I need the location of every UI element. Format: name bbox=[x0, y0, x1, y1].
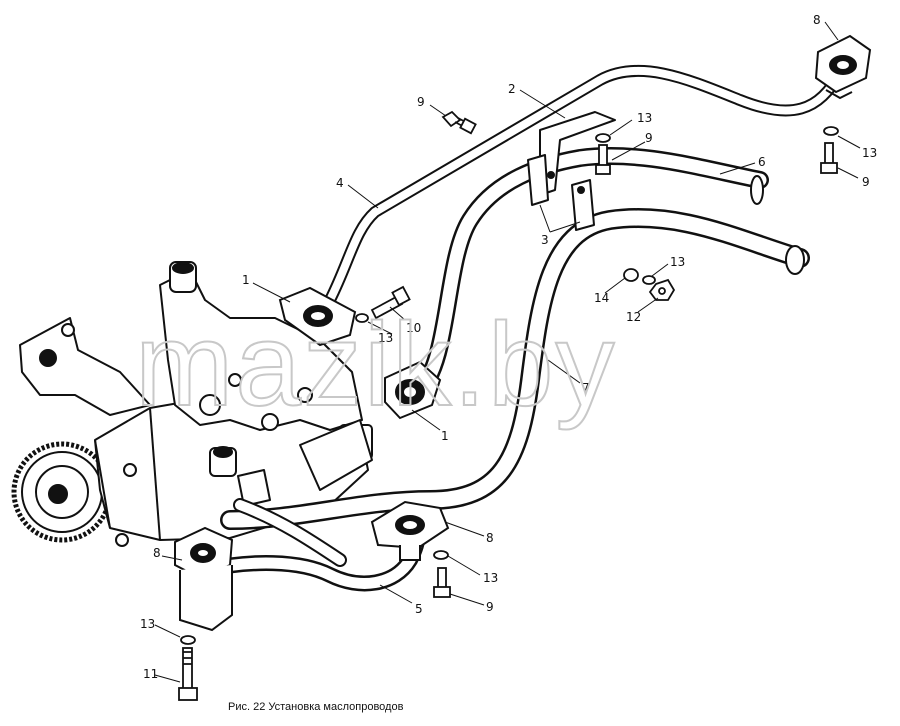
part-label-11: 11 bbox=[143, 667, 158, 681]
part-label-8-left: 8 bbox=[153, 546, 161, 560]
part-label-2: 2 bbox=[508, 82, 516, 96]
part-label-9-right: 9 bbox=[862, 175, 870, 189]
part-label-13-middle: 13 bbox=[637, 111, 652, 125]
part-label-8-middle: 8 bbox=[486, 531, 494, 545]
bolt-9-right bbox=[820, 142, 838, 174]
part-label-9-bottom: 9 bbox=[486, 600, 494, 614]
figure-caption: Рис. 22 Установка маслопроводов bbox=[228, 701, 404, 713]
flange-1-upper bbox=[278, 286, 357, 347]
bolt-9-top bbox=[441, 110, 477, 135]
flanges bbox=[174, 34, 872, 632]
oil-pump bbox=[11, 261, 373, 547]
part-label-3: 3 bbox=[541, 233, 549, 247]
part-label-1-upper: 1 bbox=[242, 273, 250, 287]
part-label-8-top: 8 bbox=[813, 13, 821, 27]
bolt-11 bbox=[178, 647, 198, 701]
watermark-text: mazik.by bbox=[135, 299, 617, 431]
part-label-5: 5 bbox=[415, 602, 423, 616]
fasteners bbox=[178, 110, 839, 701]
nut-12 bbox=[648, 278, 676, 301]
part-number-labels: 8 2 9 13 9 6 13 9 4 3 13 14 12 1 10 13 7… bbox=[140, 13, 877, 681]
part-label-1-lower: 1 bbox=[441, 429, 449, 443]
bolt-9-bottom bbox=[433, 567, 451, 598]
pipe-4 bbox=[324, 64, 846, 306]
flange-8-top-right bbox=[814, 34, 872, 100]
part-label-14: 14 bbox=[594, 291, 609, 305]
part-label-13-flange: 13 bbox=[378, 331, 393, 345]
flange-8-middle bbox=[370, 500, 450, 561]
pipe-7 bbox=[220, 208, 810, 530]
leader-lines bbox=[154, 21, 861, 683]
part-label-13-left: 13 bbox=[140, 617, 155, 631]
part-label-7: 7 bbox=[582, 381, 590, 395]
part-label-10: 10 bbox=[406, 321, 421, 335]
pipe-6 bbox=[411, 147, 769, 399]
part-label-9-top: 9 bbox=[417, 95, 425, 109]
bracket-and-clamps bbox=[527, 111, 616, 231]
part-label-6: 6 bbox=[758, 155, 766, 169]
bolt-9-middle bbox=[595, 144, 611, 175]
clamp-3-lower bbox=[571, 179, 595, 231]
part-label-4: 4 bbox=[336, 176, 344, 190]
flange-8-lower-left bbox=[174, 526, 234, 632]
part-label-12: 12 bbox=[626, 310, 641, 324]
part-label-13-right: 13 bbox=[862, 146, 877, 160]
part-label-13-nut: 13 bbox=[670, 255, 685, 269]
part-label-9-middle: 9 bbox=[645, 131, 653, 145]
part-label-13-bottom: 13 bbox=[483, 571, 498, 585]
washers bbox=[180, 126, 839, 645]
flange-1-lower bbox=[384, 360, 442, 420]
bolt-10 bbox=[370, 285, 411, 320]
clamp-3-upper bbox=[527, 154, 549, 206]
